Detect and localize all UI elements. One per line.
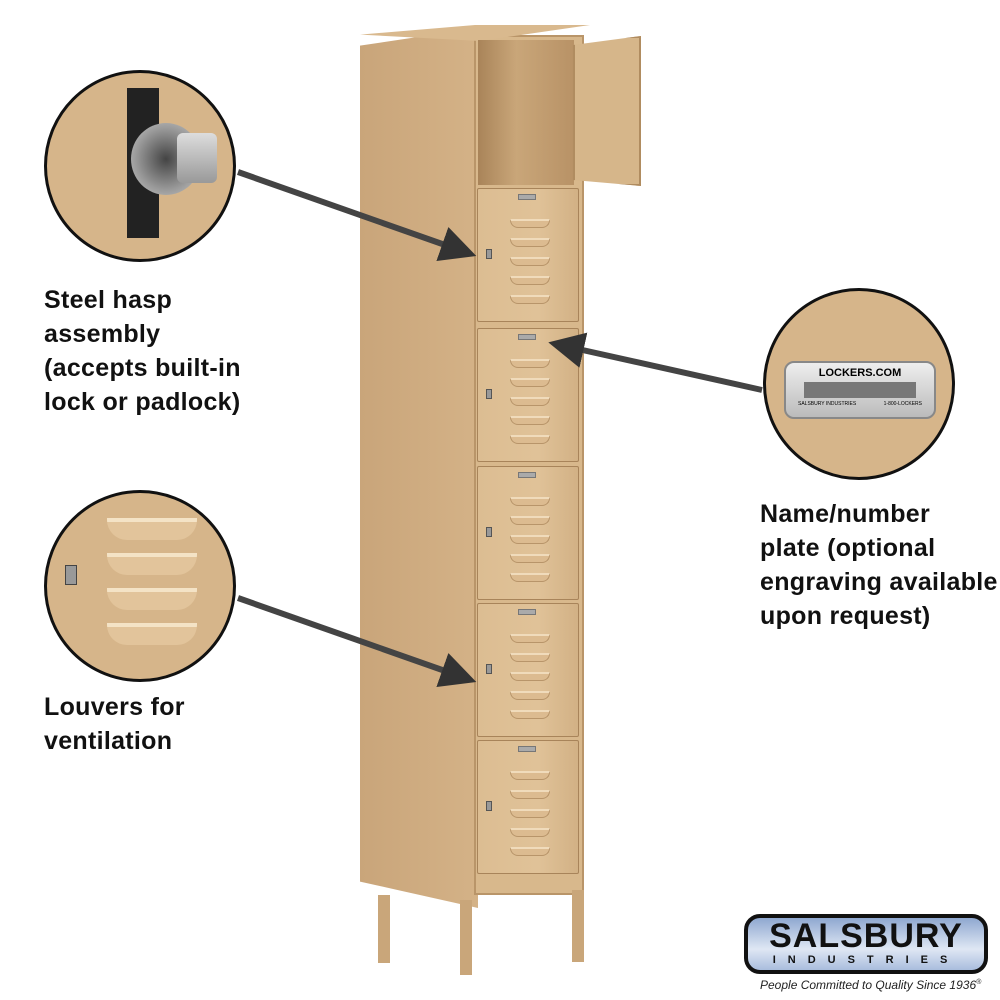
hasp-arrow bbox=[237, 169, 477, 261]
plate-left-text: SALSBURY INDUSTRIES bbox=[798, 401, 857, 407]
louver bbox=[107, 588, 197, 610]
plate-engrave-area bbox=[804, 382, 916, 398]
number-plate bbox=[518, 472, 536, 478]
nameplate-arrow bbox=[548, 332, 763, 393]
open-compartment bbox=[478, 40, 574, 185]
locker-door[interactable] bbox=[477, 188, 579, 322]
hasp-tab bbox=[177, 133, 217, 183]
locker-door[interactable] bbox=[477, 603, 579, 737]
locker-door[interactable] bbox=[477, 740, 579, 874]
hasp bbox=[486, 801, 492, 811]
hasp bbox=[486, 527, 492, 537]
locker-leg bbox=[460, 900, 472, 975]
hasp-detail-circle bbox=[44, 70, 236, 262]
hasp bbox=[486, 249, 492, 259]
locker-leg bbox=[378, 895, 390, 963]
plate-right-text: 1-800-LOCKERS bbox=[883, 401, 922, 407]
number-plate bbox=[518, 746, 536, 752]
number-plate bbox=[518, 334, 536, 340]
plate-title: LOCKERS.COM bbox=[818, 367, 902, 379]
hasp bbox=[65, 565, 77, 585]
salsbury-logo: SALSBURY INDUSTRIES bbox=[744, 914, 988, 974]
hasp bbox=[486, 664, 492, 674]
nameplate-detail-circle: LOCKERS.COM SALSBURY INDUSTRIES 1-800-LO… bbox=[763, 288, 955, 480]
name-plate: LOCKERS.COM SALSBURY INDUSTRIES 1-800-LO… bbox=[784, 361, 936, 419]
hasp bbox=[486, 389, 492, 399]
locker-side-panel bbox=[360, 28, 478, 908]
number-plate bbox=[518, 609, 536, 615]
louver bbox=[107, 623, 197, 645]
locker-leg bbox=[572, 890, 584, 962]
louver bbox=[107, 553, 197, 575]
number-plate bbox=[518, 194, 536, 200]
logo-tagline: People Committed to Quality Since 1936® bbox=[760, 978, 982, 992]
open-door bbox=[573, 36, 641, 186]
louvers-detail-circle bbox=[44, 490, 236, 682]
louver bbox=[107, 518, 197, 540]
louvers-arrow bbox=[237, 595, 477, 687]
locker-door[interactable] bbox=[477, 466, 579, 600]
